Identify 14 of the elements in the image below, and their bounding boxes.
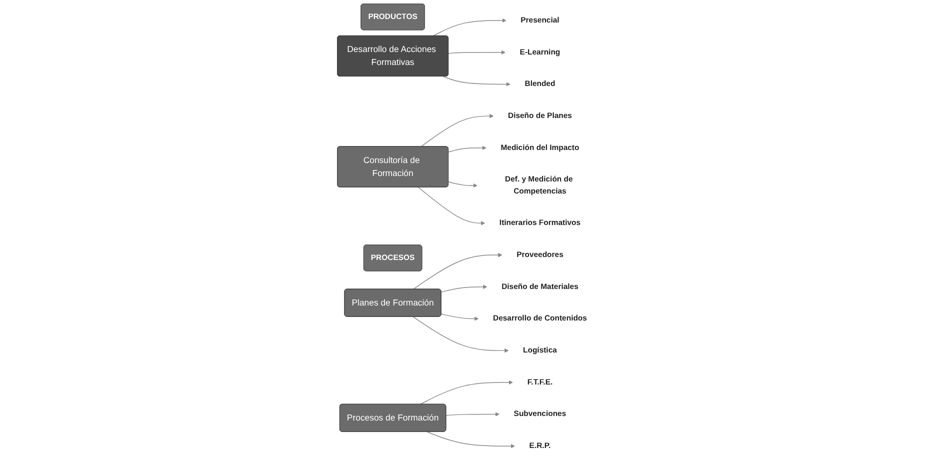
arrow bbox=[440, 284, 488, 292]
arrow bbox=[448, 182, 478, 188]
arrow bbox=[440, 314, 479, 321]
arrow bbox=[442, 76, 510, 86]
arrow bbox=[426, 432, 516, 448]
arrow bbox=[420, 114, 494, 148]
arrow bbox=[448, 50, 506, 54]
arrow bbox=[432, 18, 506, 36]
arrow bbox=[448, 146, 486, 152]
arrow bbox=[446, 412, 500, 416]
arrow bbox=[418, 186, 486, 226]
arrow bbox=[412, 252, 502, 290]
arrow bbox=[412, 316, 509, 353]
arrow bbox=[420, 380, 514, 405]
